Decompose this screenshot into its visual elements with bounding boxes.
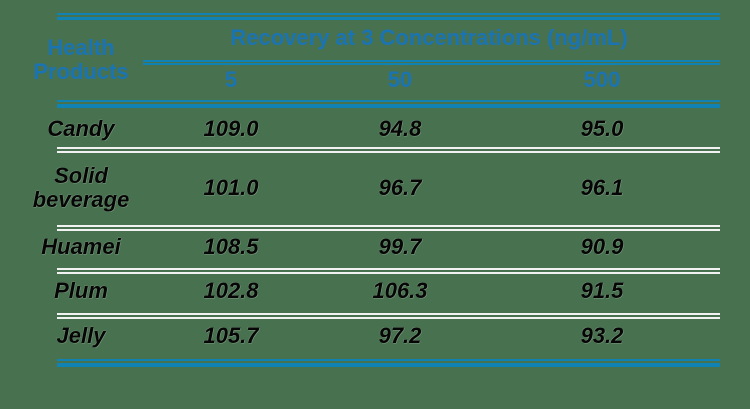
table-top-border xyxy=(57,13,720,20)
recovery-value: 102.8 xyxy=(203,278,259,303)
product-name: Plum xyxy=(54,278,108,303)
row-separator xyxy=(57,225,720,231)
recovery-value: 90.9 xyxy=(580,234,624,259)
recovery-value: 106.3 xyxy=(372,278,428,303)
product-name: Solid beverage xyxy=(32,163,130,212)
row-header-title: Health Products xyxy=(33,35,129,84)
row-separator xyxy=(57,147,720,153)
row-separator xyxy=(57,313,720,319)
recovery-value: 109.0 xyxy=(203,116,259,141)
table-bottom-border xyxy=(57,359,720,367)
product-name: Candy xyxy=(47,116,115,141)
recovery-value: 93.2 xyxy=(580,323,624,348)
recovery-value: 108.5 xyxy=(203,234,259,259)
recovery-value: 96.7 xyxy=(378,175,422,200)
product-name: Jelly xyxy=(56,323,106,348)
recovery-value: 96.1 xyxy=(580,175,624,200)
recovery-value: 95.0 xyxy=(580,116,624,141)
recovery-value: 99.7 xyxy=(378,234,422,259)
concentration-header: 5 xyxy=(224,67,238,92)
row-separator xyxy=(57,268,720,274)
recovery-value: 94.8 xyxy=(378,116,422,141)
product-name: Huamei xyxy=(41,234,121,259)
span-header-underline xyxy=(143,60,720,65)
span-header: Recovery at 3 Concentrations (ng/mL) xyxy=(230,25,628,50)
header-bottom-border xyxy=(57,100,720,108)
recovery-value: 91.5 xyxy=(580,278,624,303)
recovery-value: 97.2 xyxy=(378,323,422,348)
recovery-value: 105.7 xyxy=(203,323,259,348)
concentration-header: 50 xyxy=(387,67,413,92)
concentration-header: 500 xyxy=(583,67,621,92)
recovery-value: 101.0 xyxy=(203,175,259,200)
